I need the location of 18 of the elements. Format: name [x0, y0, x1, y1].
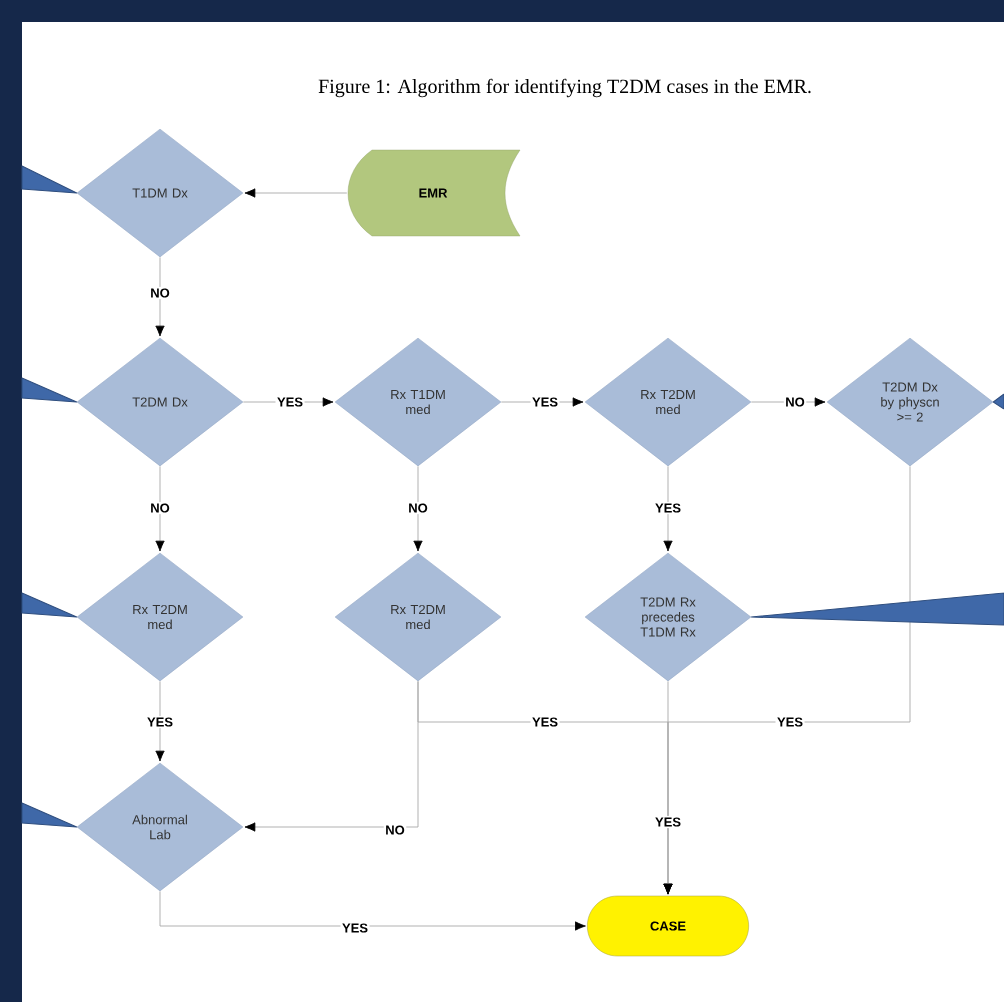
arrow — [244, 188, 348, 198]
arrow — [413, 465, 423, 552]
callout-pointer — [750, 592, 1004, 626]
arrow — [155, 465, 165, 552]
callout-pointer — [21, 377, 78, 403]
callout-pointer — [21, 802, 78, 828]
callout-pointer — [992, 393, 1004, 410]
arrow — [663, 465, 673, 552]
arrow — [155, 680, 165, 762]
data-shape: EMR — [347, 149, 521, 237]
terminal-box: CASE — [587, 895, 749, 957]
arrow — [159, 890, 586, 931]
figure-title: Figure 1: Algorithm for identifying T2DM cases in the EMR. — [318, 78, 811, 98]
arrow — [663, 680, 673, 895]
callout-pointer — [21, 592, 78, 618]
callout-pointer — [21, 165, 78, 194]
arrow — [750, 397, 826, 407]
arrow — [155, 256, 165, 337]
